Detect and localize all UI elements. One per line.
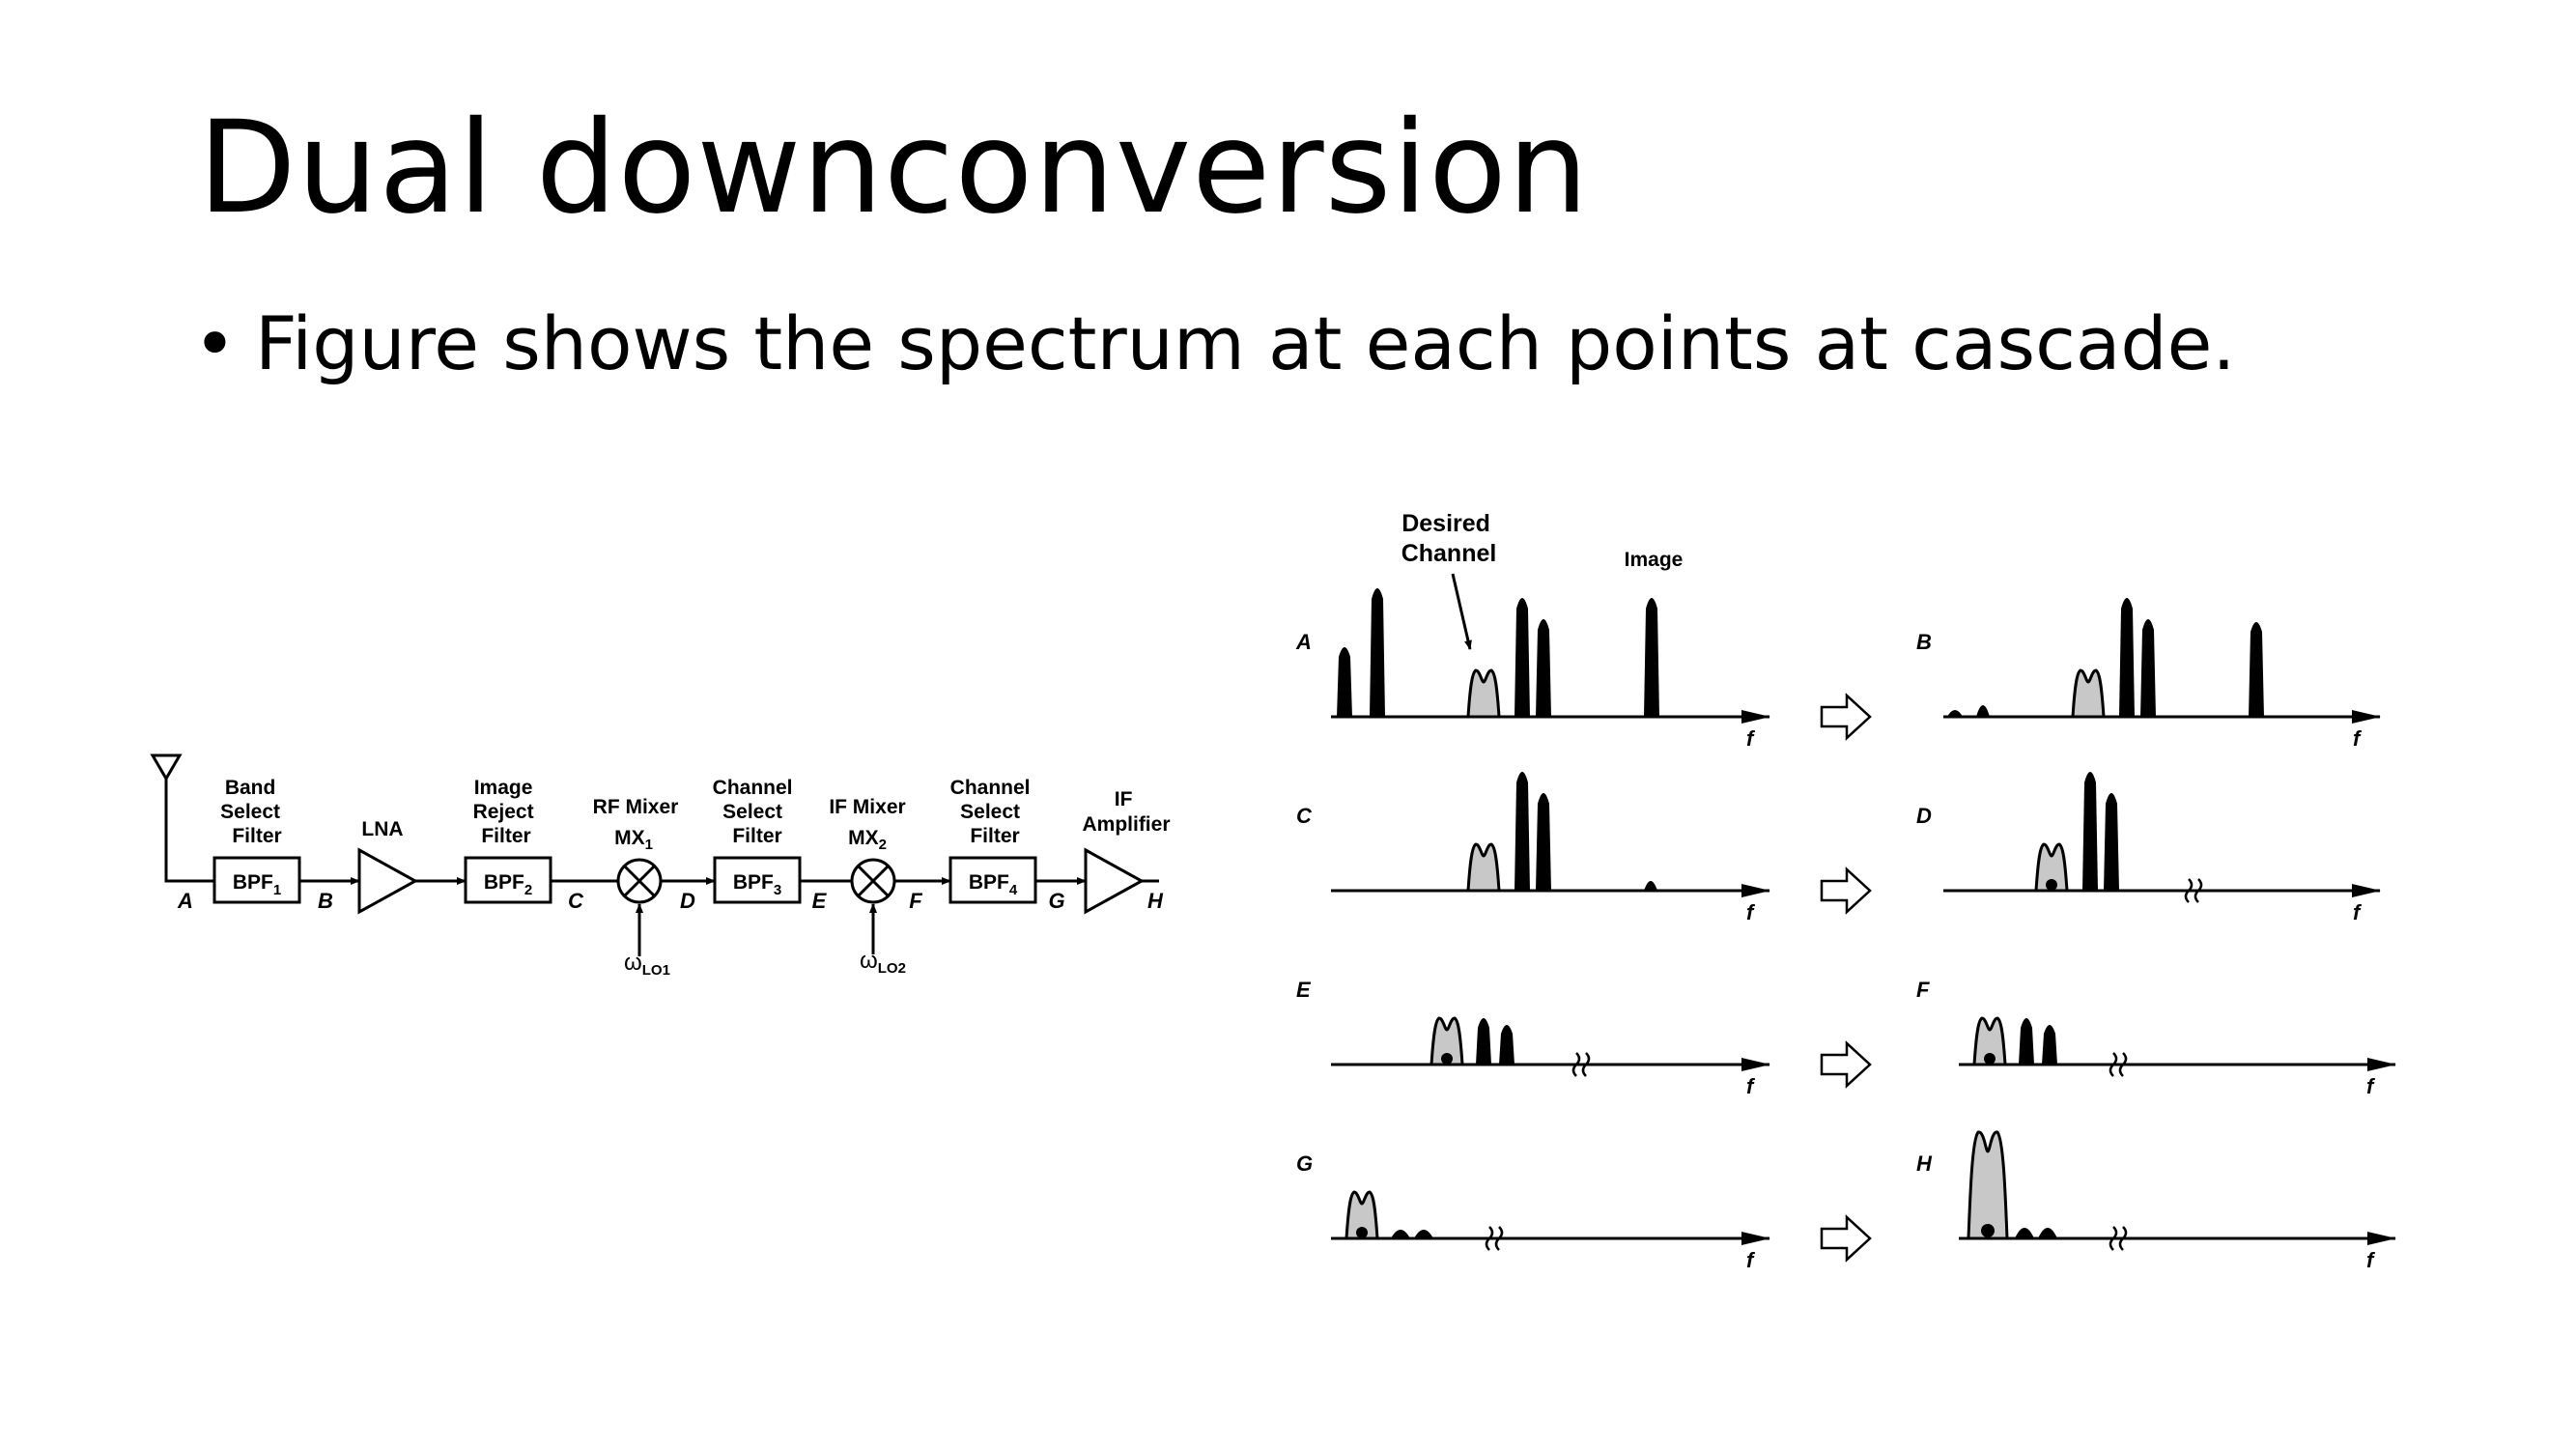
lna-amplifier	[357, 847, 419, 915]
f-label-c: f	[1746, 900, 1756, 924]
spectrum-c	[1466, 772, 1657, 893]
f-label-a: f	[1746, 726, 1756, 751]
bpf4-label: BPF4	[969, 871, 1018, 898]
node-g: G	[1048, 889, 1064, 913]
if-mixer-label: IF Mixer	[829, 796, 905, 818]
rf-mixer-label: RF Mixer	[593, 796, 679, 818]
panel-h-label: H	[1916, 1151, 1933, 1176]
spectrum-h	[1967, 1130, 2057, 1240]
panel-b-label: B	[1916, 630, 1932, 654]
desired-channel-arrow	[1451, 573, 1472, 650]
spectrum-d	[2034, 772, 2119, 893]
bullet-item: •Figure shows the spectrum at each point…	[193, 307, 2236, 381]
panel-d-label: D	[1916, 804, 1932, 828]
f-label-b: f	[2353, 726, 2363, 751]
node-c: C	[568, 889, 584, 913]
slide-title: Dual downconversion	[198, 94, 1590, 242]
break-d	[2184, 878, 2203, 903]
panel-a-label: A	[1295, 630, 1312, 654]
bpf1-label: BPF1	[233, 871, 281, 898]
bpf3-label: BPF3	[733, 871, 781, 898]
bpf3-block	[713, 856, 802, 904]
arrow-e-f	[1820, 1040, 1872, 1089]
node-a: A	[177, 889, 193, 913]
node-h: H	[1147, 889, 1164, 913]
spectrum-g	[1345, 1190, 1433, 1240]
lo2-label: ωLO2	[860, 948, 906, 977]
image-reject-label: Image Reject Filter	[473, 777, 540, 847]
block-diagram: BPF1 BPF2 BPF3 BPF4 Band Select	[150, 753, 1171, 979]
break-g	[1485, 1226, 1504, 1251]
mx2-label: MX2	[848, 827, 887, 853]
bpf4-block	[948, 856, 1037, 904]
spectrum-e	[1430, 1016, 1514, 1066]
spectra: Desired Channel Image A B C D E F G H f …	[1295, 510, 2396, 1272]
spectrum-b	[1947, 598, 2264, 719]
f-label-h: f	[2366, 1248, 2376, 1272]
if-amplifier-label: IF Amplifier	[1082, 788, 1170, 836]
f-label-e: f	[1746, 1074, 1756, 1098]
node-b: B	[318, 889, 333, 913]
bpf2-label: BPF2	[484, 871, 532, 898]
break-h	[2109, 1226, 2128, 1251]
break-f	[2109, 1052, 2128, 1077]
panel-c-label: C	[1296, 804, 1313, 828]
lna-label: LNA	[361, 818, 403, 840]
f-label-f: f	[2366, 1074, 2376, 1098]
f-label-g: f	[1746, 1248, 1756, 1272]
desired-channel-label: Desired Channel	[1401, 510, 1497, 567]
bullet-dot: •	[193, 300, 237, 386]
channel-select-1-label: Channel Select Filter	[713, 777, 799, 847]
panel-g-label: G	[1296, 1151, 1313, 1176]
channel-select-2-label: Channel Select Filter	[950, 777, 1036, 847]
f-label-d: f	[2353, 900, 2363, 924]
band-select-label: Band Select Filter	[220, 777, 286, 847]
node-f: F	[909, 889, 922, 913]
break-e	[1571, 1052, 1591, 1077]
arrow-c-d	[1820, 867, 1872, 915]
spectrum-a	[1337, 588, 1659, 719]
mx1-label: MX1	[614, 827, 653, 853]
arrow-g-h	[1820, 1214, 1872, 1263]
bullet-text: Figure shows the spectrum at each points…	[255, 300, 2236, 386]
panel-f-label: F	[1916, 978, 1930, 1002]
if-amplifier	[1084, 847, 1146, 915]
arrow-a-b	[1820, 693, 1872, 741]
antenna-icon	[150, 753, 214, 883]
spectrum-f	[1972, 1016, 2057, 1066]
image-label: Image	[1625, 549, 1684, 571]
node-e: E	[812, 889, 828, 913]
lo1-label: ωLO1	[624, 950, 670, 979]
panel-e-label: E	[1296, 978, 1312, 1002]
node-d: D	[680, 889, 695, 913]
